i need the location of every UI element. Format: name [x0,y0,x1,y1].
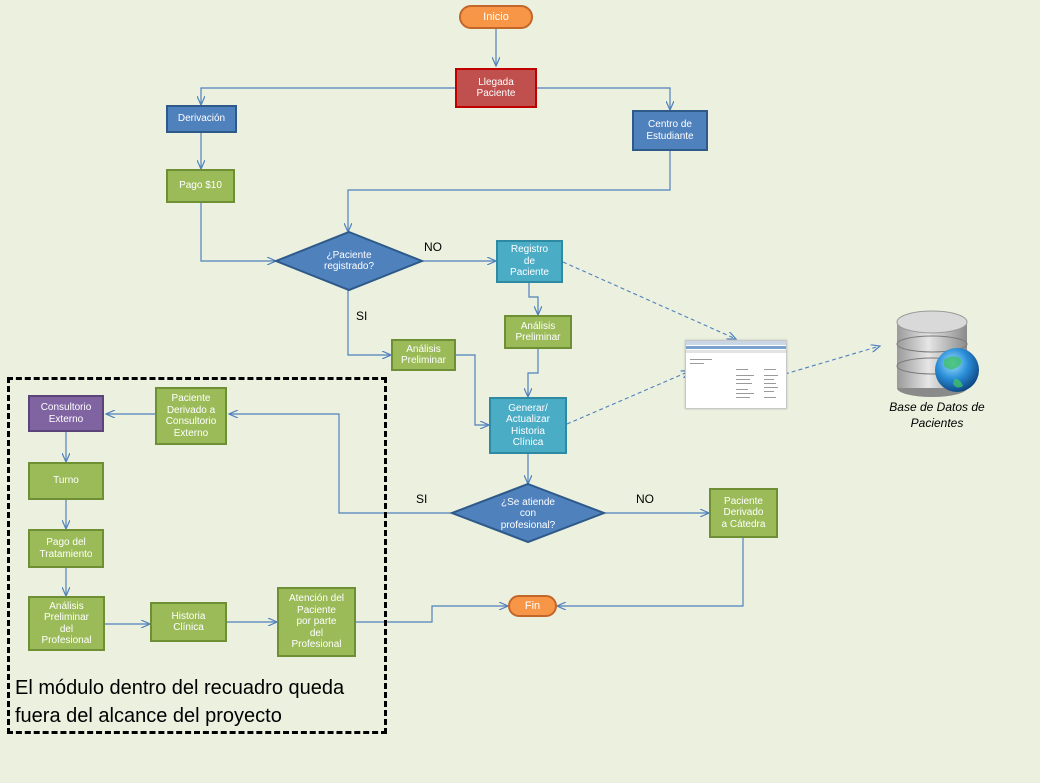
start-terminal: Inicio [459,5,533,29]
edge-decision-analisis-left [347,290,391,355]
external-clinic-box: Consultorio Externo [28,395,104,432]
edge-label-si-bottom: SI [416,492,428,506]
decision-registrado-shape [273,230,425,292]
preliminary-analysis-right-box: Análisis Preliminar [504,315,572,349]
edge-decision-consultorio [229,414,452,514]
edge-historia-screen [566,371,690,425]
preliminary-analysis-left-box: Análisis Preliminar [391,339,456,371]
decision-profesional-shape [449,482,607,544]
patient-registration-box: Registro de Paciente [496,240,563,283]
referred-to-chair-box: Paciente Derivado a Cátedra [709,488,778,538]
out-of-scope-frame [7,377,387,734]
edge-label-si-left: SI [356,309,368,323]
clinical-history-update-box: Generar/ Actualizar Historia Clínica [489,397,567,454]
professional-care-box: Atención del Paciente por parte del Prof… [277,587,356,657]
referred-external-clinic-box: Paciente Derivado a Consultorio Externo [155,387,227,445]
edge-registro-analisis [528,283,538,315]
database-label: Base de Datos de Pacientes [889,400,985,430]
referral-box: Derivación [166,105,237,133]
edge-pago-decision [200,203,276,261]
edge-catedra-fin [557,538,744,606]
edge-llegada-derivacion [201,87,455,105]
payment-10-box: Pago $10 [166,169,235,203]
edge-atencion-fin [356,606,508,623]
edge-analisis-historia [528,349,539,397]
end-terminal: Fin [508,595,557,617]
student-center-box: Centro de Estudiante [632,110,708,151]
treatment-payment-box: Pago del Tratamiento [28,529,104,568]
edge-label-no-top: NO [424,240,442,254]
arrival-patient-box: Llegada Paciente [455,68,537,108]
appointment-box: Turno [28,462,104,500]
professional-analysis-box: Análisis Preliminar del Profesional [28,596,105,651]
app-screenshot-thumbnail [685,340,787,409]
edge-registro-screen [562,261,736,339]
edge-centro-decision [348,151,671,232]
clinical-history-box: Historia Clínica [150,602,227,642]
edge-label-no-bottom: NO [636,492,654,506]
edge-analisis-left-historia [456,354,489,425]
edge-screen-database [784,346,880,375]
edge-llegada-centro [537,87,670,110]
database-icon [896,310,979,397]
out-of-scope-note: El módulo dentro del recuadro queda fuer… [15,677,345,727]
